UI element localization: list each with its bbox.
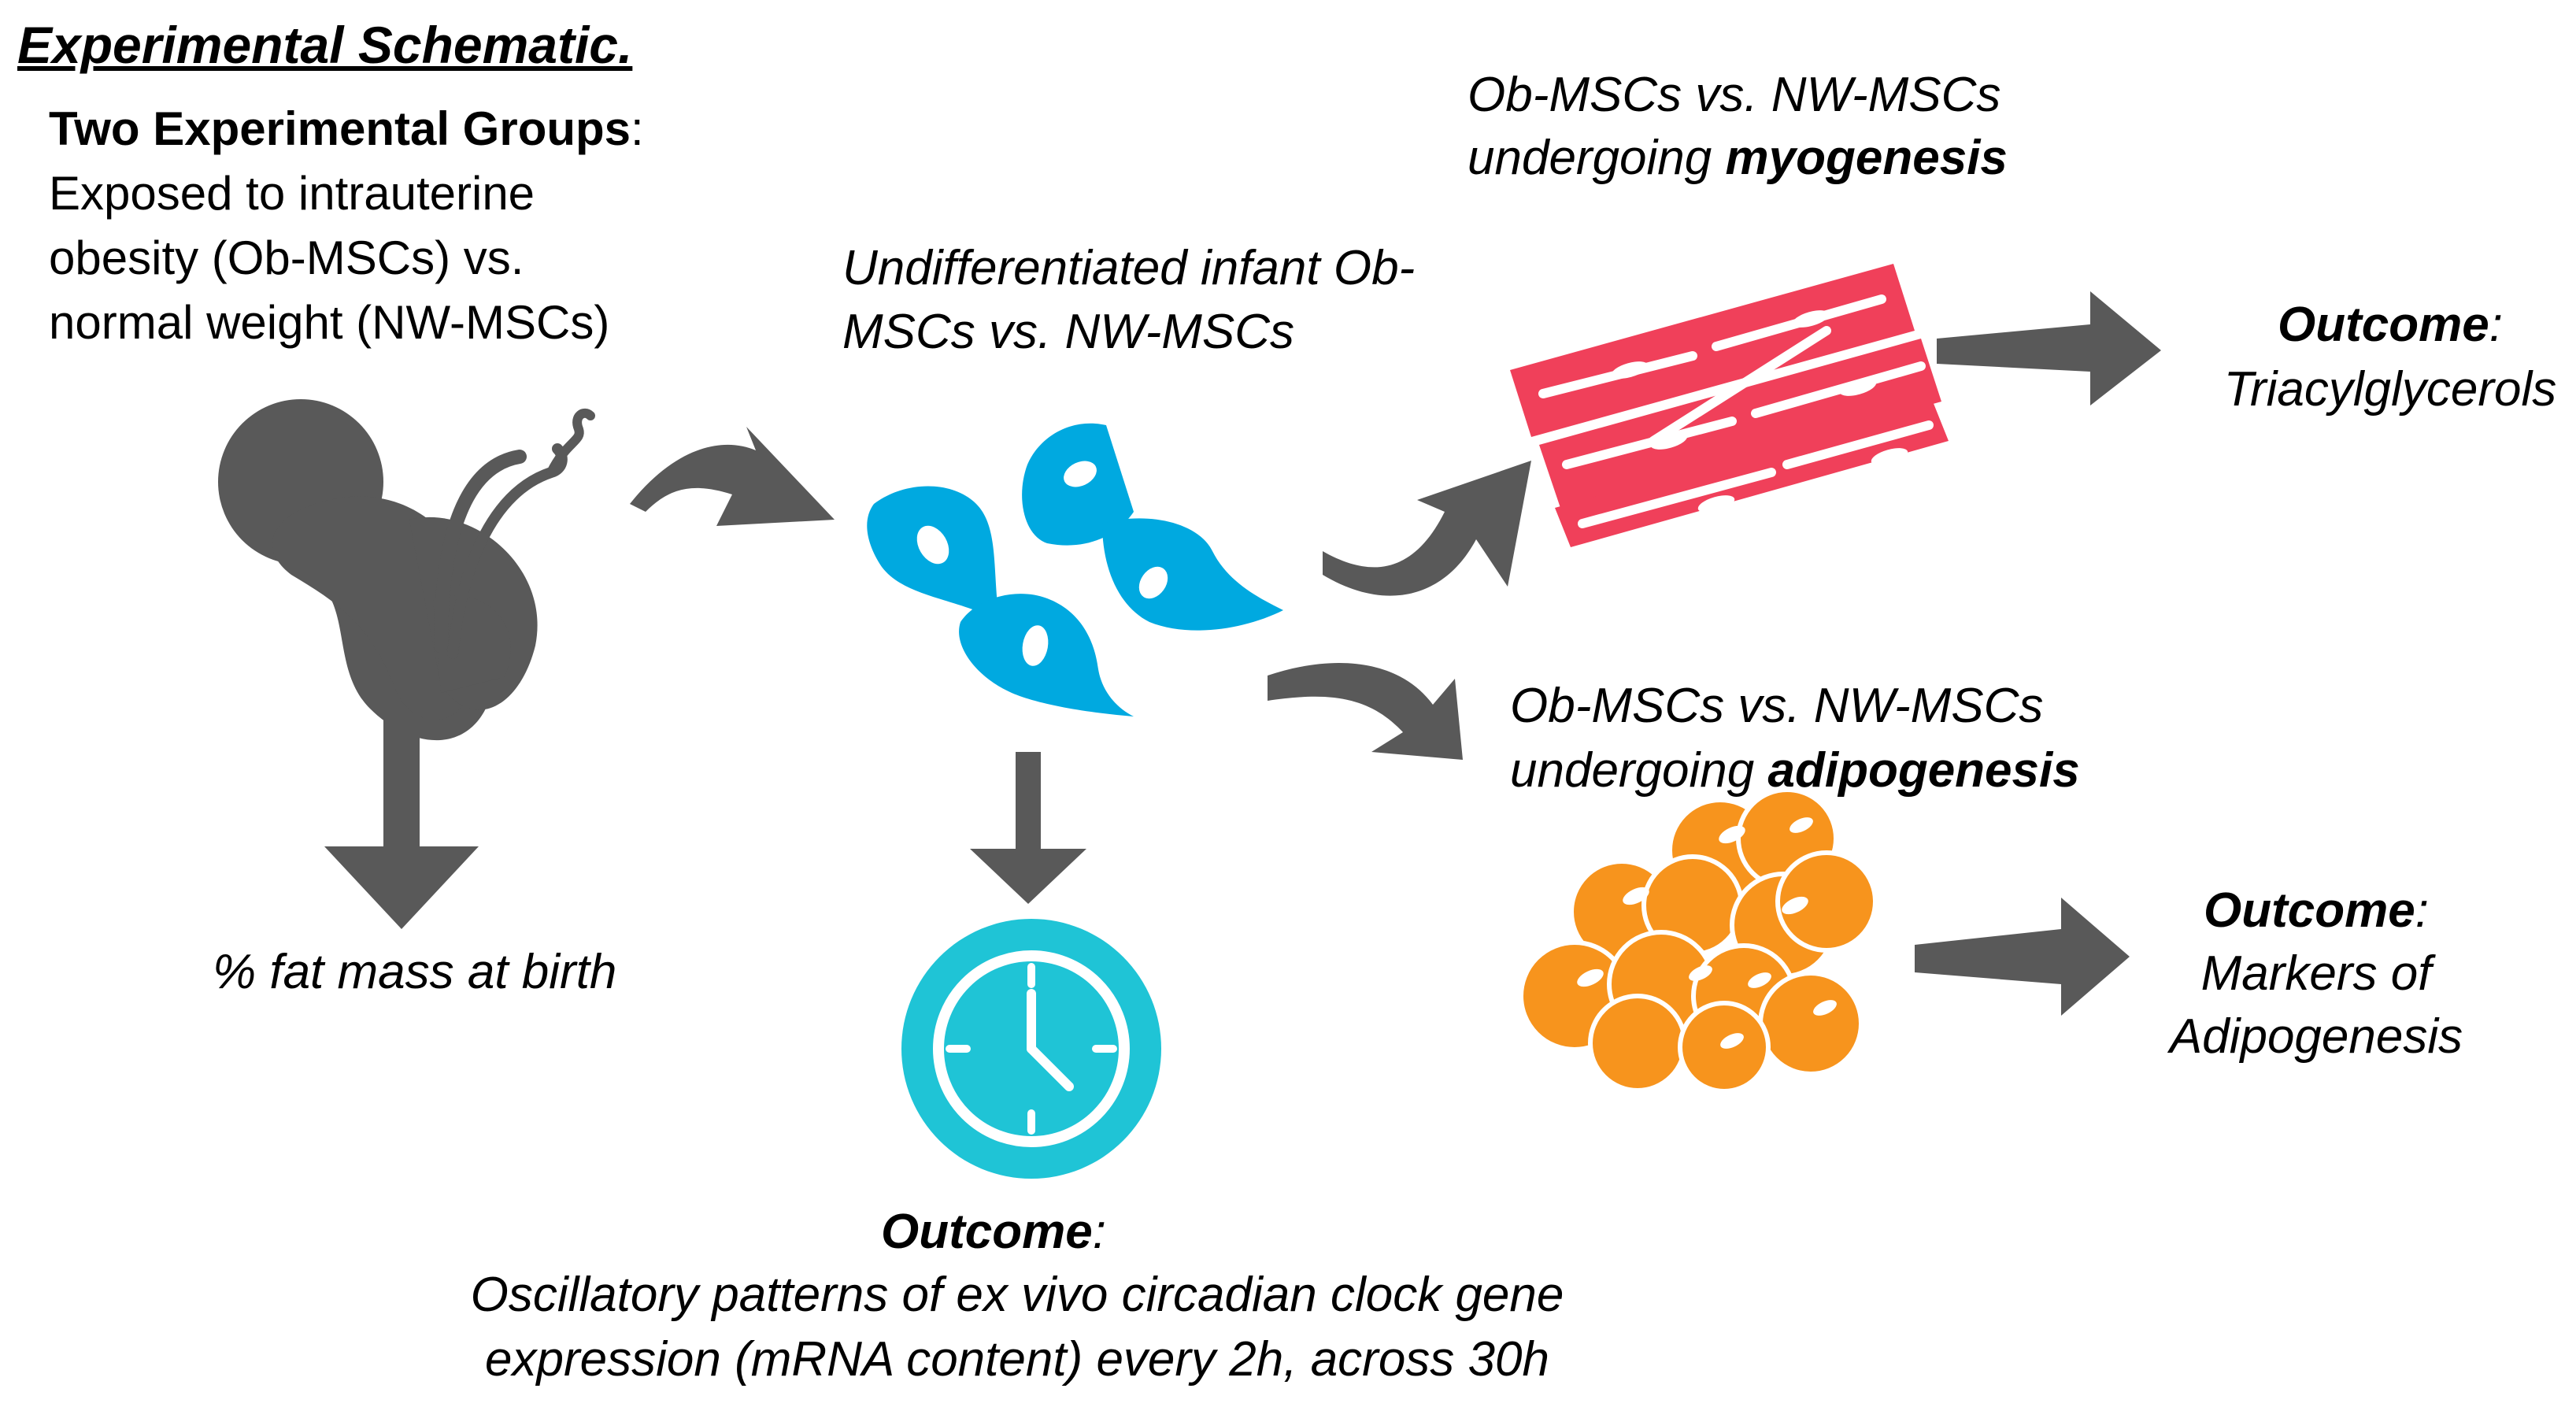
arrow-down-fetus [324,713,479,929]
outcome-adipo-label: Outcome [2204,883,2415,938]
groups-heading-line: Two Experimental Groups: [49,101,644,157]
diagram-title: Experimental Schematic. [17,16,633,74]
groups-line-3: normal weight (NW-MSCs) [49,296,610,349]
adipo-line-1: Ob-MSCs vs. NW-MSCs [1510,679,2044,733]
arrow-down-cells [970,752,1086,904]
adipo-prefix: undergoing [1510,743,1768,798]
groups-line-1: Exposed to intrauterine [49,167,535,220]
outcome-adipo-line-1: Markers of [2200,946,2432,1001]
outcome-myo-heading: Outcome: [2278,296,2503,354]
myo-line-1: Ob-MSCs vs. NW-MSCs [1468,68,2001,122]
muscle-fiber-icon [1510,264,1949,547]
stem-cells-icon [867,423,1283,716]
undiff-line-1: Undifferentiated infant Ob- [842,241,1416,295]
fetus-icon [218,399,595,741]
adipo-line-2: undergoing adipogenesis [1510,742,2080,800]
outcome-adipo-colon: : [2415,883,2429,938]
outcome-adipo-line-2: Adipogenesis [2169,1009,2463,1064]
outcome-myo-text: Triacylglycerols [2223,362,2557,417]
arrow-curve-cells [630,427,835,526]
arrows [324,291,2161,1016]
arrow-curve-fat [1268,662,1463,760]
outcome-myo-label: Outcome [2278,298,2489,352]
outcome-clock-colon: : [1092,1205,1106,1259]
groups-heading: Two Experimental Groups [49,102,631,155]
groups-heading-colon: : [631,102,644,155]
outcome-clock-line-1: Oscillatory patterns of ex vivo circadia… [470,1268,1564,1322]
outcome-clock-heading: Outcome: [881,1203,1106,1261]
outcome-clock-line-2: expression (mRNA content) every 2h, acro… [485,1332,1549,1387]
arrow-muscle-outcome [1937,291,2161,405]
arrow-curve-muscle [1323,461,1531,596]
arrow-fat-outcome [1915,898,2130,1016]
myo-prefix: undergoing [1468,131,1726,185]
adipogenesis-label: adipogenesis [1767,743,2080,798]
myo-line-2: undergoing myogenesis [1468,129,2008,187]
myogenesis-label: myogenesis [1725,131,2008,185]
fat-mass-label: % fat mass at birth [213,945,617,999]
outcome-clock-label: Outcome [881,1205,1093,1259]
outcome-myo-colon: : [2489,298,2503,352]
outcome-adipo-heading: Outcome: [2204,882,2429,940]
undiff-line-2: MSCs vs. NW-MSCs [842,305,1295,359]
clock-icon [901,919,1161,1179]
adipocytes-icon [1519,787,1878,1094]
groups-line-2: obesity (Ob-MSCs) vs. [49,231,524,284]
